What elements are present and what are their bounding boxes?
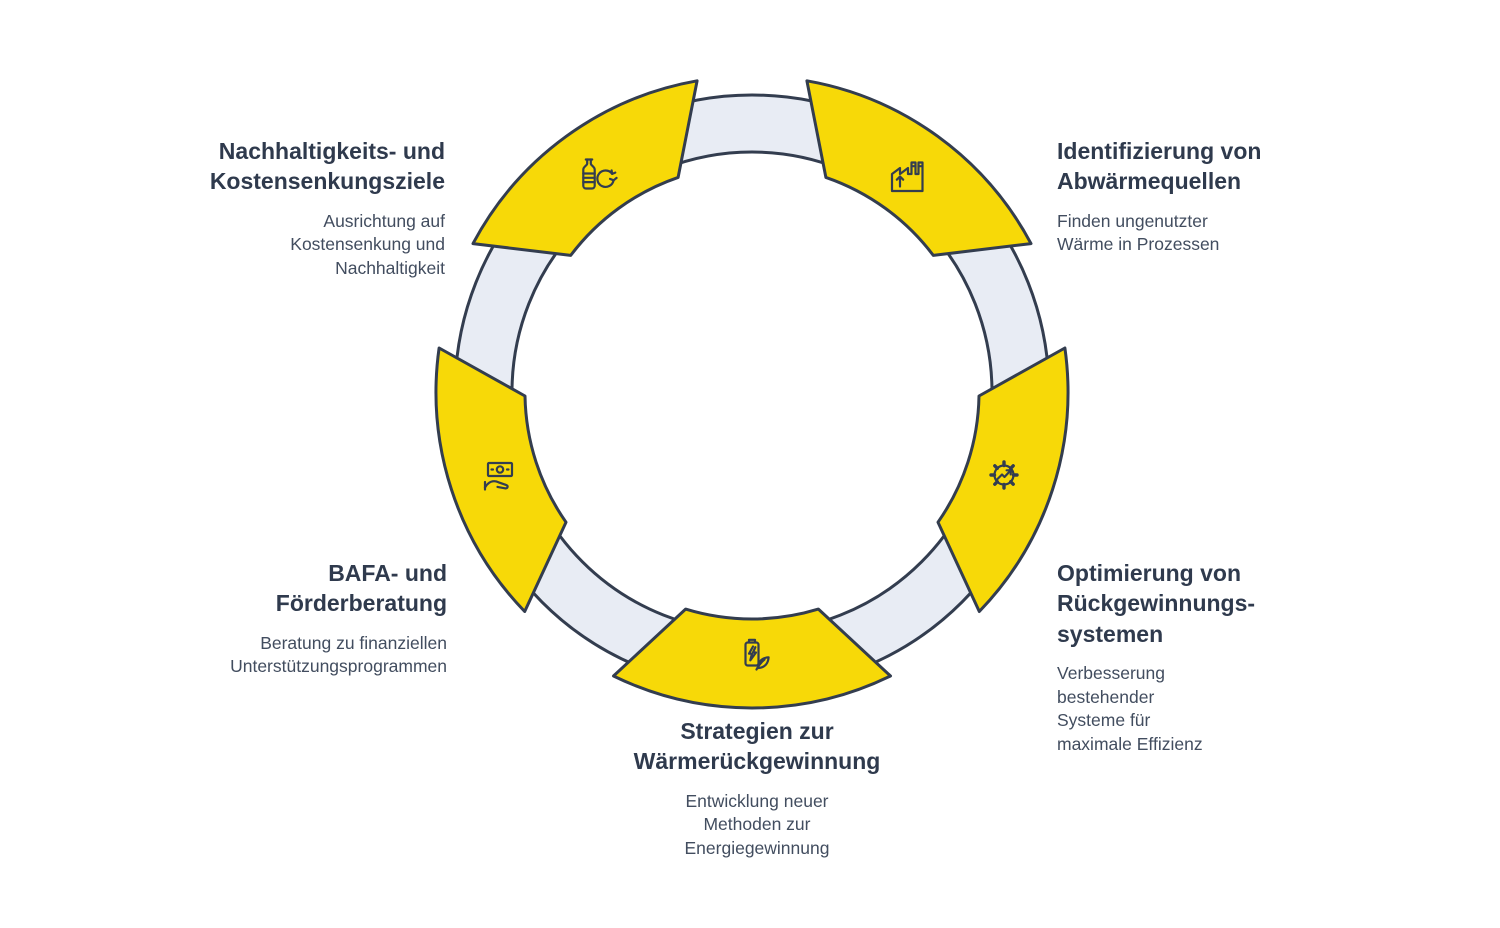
label-description: Ausrichtung auf Kostensenkung und Nachha… [290,210,445,278]
label-title: Identifizierung von Abwärmequellen [1057,138,1262,195]
label-title: Nachhaltigkeits- und Kostensenkungsziele [209,138,445,195]
label-title: BAFA- und Förderberatung [275,560,447,617]
recycling-bottle-icon [582,158,618,190]
gear-chart-icon [989,460,1019,490]
money-hand-icon [483,461,514,491]
label-description: Entwicklung neuer Methoden zur Energiege… [684,790,830,858]
label-sustainability-goals: Nachhaltigkeits- und Kostensenkungsziele… [105,136,445,281]
label-description: Finden ungenutzter Wärme in Prozessen [1057,210,1220,255]
segment-bafa-funding-consulting [434,346,568,613]
label-heat-recovery-strategies: Strategien zur Wärmerückgewinnung Entwic… [557,716,957,861]
segment-recovery-system-optimization [936,346,1070,613]
segment-sustainability-goals [471,79,699,257]
label-title: Optimierung von Rückgewinnungs- systemen [1057,560,1256,647]
label-recovery-system-optimization: Optimierung von Rückgewinnungs- systemen… [1057,558,1337,757]
battery-leaf-icon [744,638,770,671]
factory-arrow-icon [890,161,924,193]
label-description: Verbesserung bestehender Systeme für max… [1057,663,1203,754]
label-title: Strategien zur Wärmerückgewinnung [633,718,881,775]
label-waste-heat-identification: Identifizierung von Abwärmequellen Finde… [1057,136,1357,257]
label-description: Beratung zu finanziellen Unterstützungsp… [230,632,447,677]
label-bafa-funding-consulting: BAFA- und Förderberatung Beratung zu fin… [107,558,447,679]
